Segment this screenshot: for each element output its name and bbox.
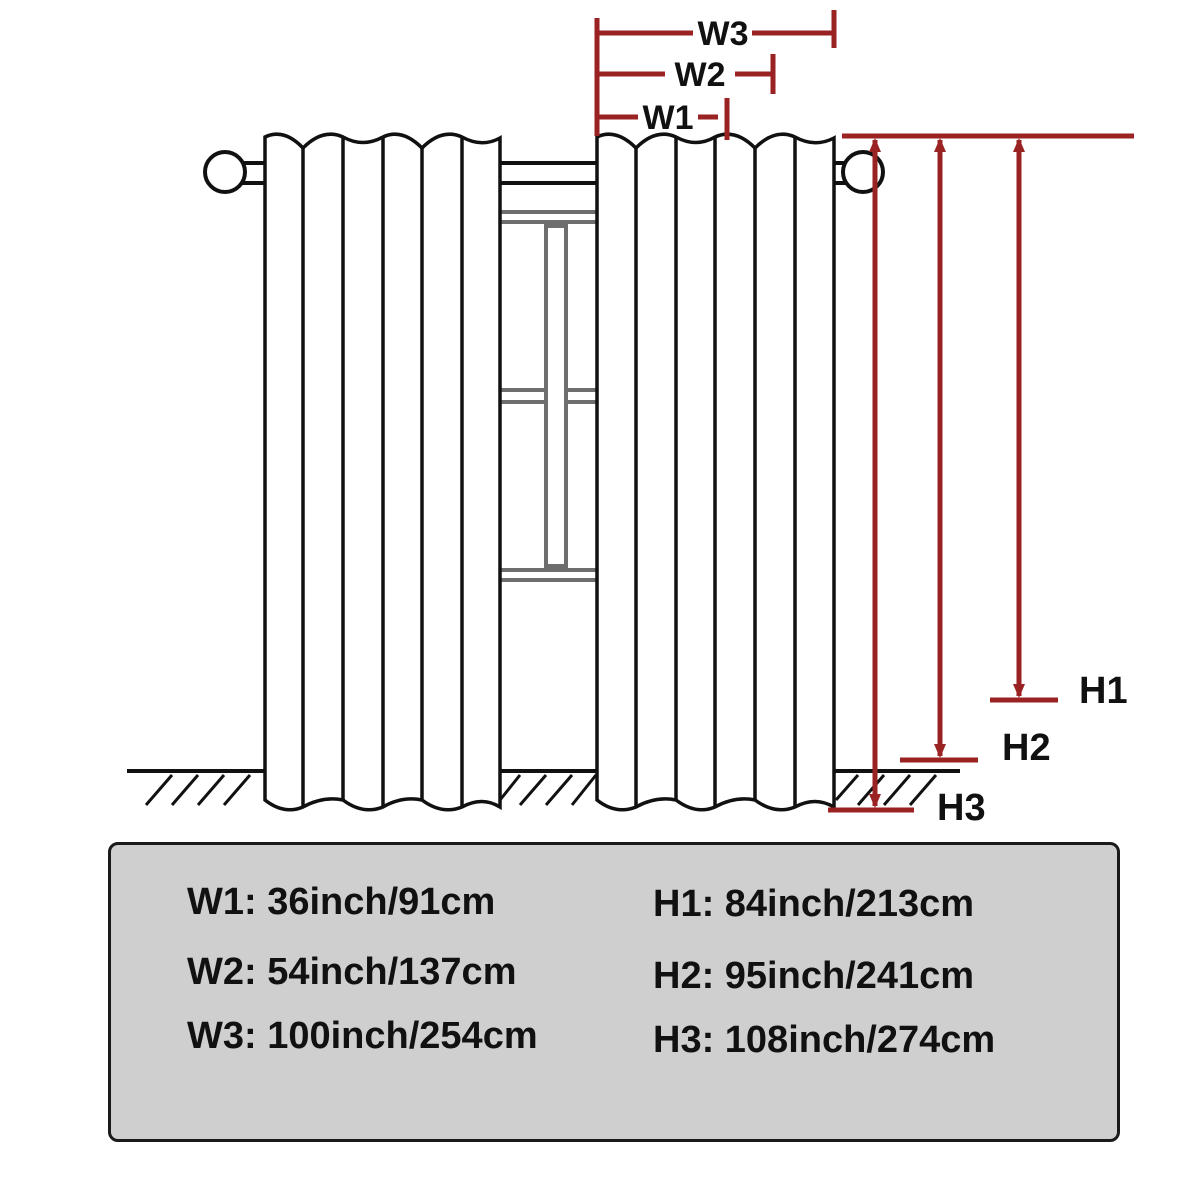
size-w3: W3: 100inch/254cm xyxy=(187,1015,538,1057)
rod-finial-left xyxy=(203,150,247,194)
dimension-w3 xyxy=(597,10,837,48)
size-w2: W2: 54inch/137cm xyxy=(187,951,517,993)
curtain-panel-left xyxy=(263,132,502,812)
label-w1: W1 xyxy=(643,99,694,137)
dimension-w1 xyxy=(597,98,730,140)
label-w3: W3 xyxy=(698,15,749,53)
label-h3: H3 xyxy=(937,787,986,829)
size-w1: W1: 36inch/91cm xyxy=(187,881,496,923)
size-info-panel: W1: 36inch/91cm W2: 54inch/137cm W3: 100… xyxy=(108,842,1120,1142)
size-h3: H3: 108inch/274cm xyxy=(653,1019,996,1061)
height-arrowheads xyxy=(869,138,1025,808)
dimension-w2 xyxy=(597,54,776,94)
size-h2: H2: 95inch/241cm xyxy=(653,955,975,997)
label-w2: W2 xyxy=(675,56,726,94)
height-dimensions xyxy=(828,133,1134,813)
dimension-h1 xyxy=(990,140,1058,703)
curtain-panel-right xyxy=(595,132,836,812)
dimension-h2 xyxy=(900,140,978,763)
label-h1: H1 xyxy=(1079,670,1128,712)
window-frame xyxy=(500,210,598,582)
width-dimensions xyxy=(594,10,837,140)
label-h2: H2 xyxy=(1002,727,1051,769)
dimension-h3 xyxy=(828,140,914,813)
size-h1: H1: 84inch/213cm xyxy=(653,883,975,925)
floor-hatching xyxy=(144,774,938,806)
